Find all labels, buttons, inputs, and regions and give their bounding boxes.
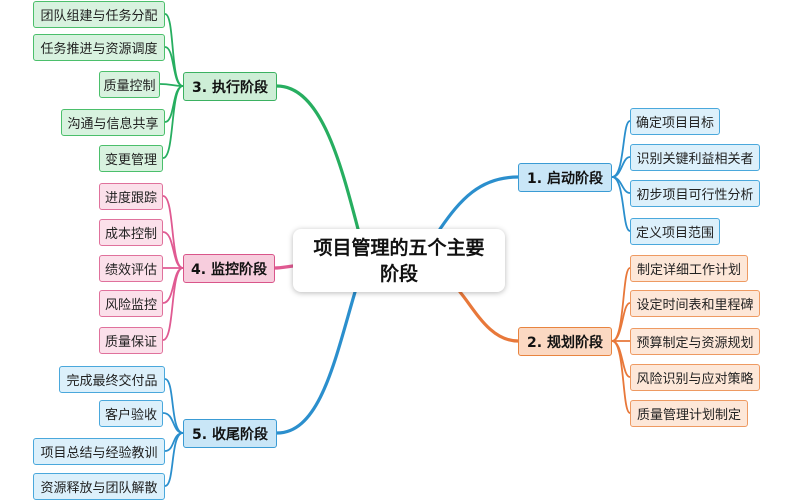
planning-item-quality-plan[interactable]: 质量管理计划制定 [630,400,748,427]
monitoring-item-quality-assurance[interactable]: 质量保证 [99,327,163,354]
initiation-item-define-goals[interactable]: 确定项目目标 [630,108,720,135]
link-center-closing [275,290,357,435]
branch-initiation[interactable]: 1. 启动阶段 [518,163,612,192]
initiation-item-stakeholders[interactable]: 识别关键利益相关者 [630,144,760,171]
branch-execution[interactable]: 3. 执行阶段 [183,72,277,101]
closing-item-customer-acceptance[interactable]: 客户验收 [99,400,163,427]
planning-item-risk-response[interactable]: 风险识别与应对策略 [630,364,760,391]
closing-item-lessons-learned[interactable]: 项目总结与经验教训 [33,438,165,465]
link-center-monitoring [273,264,295,270]
execution-item-change-management[interactable]: 变更管理 [99,145,163,172]
planning-item-budget[interactable]: 预算制定与资源规划 [630,328,760,355]
execution-item-quality-control[interactable]: 质量控制 [99,71,160,98]
monitoring-item-cost-control[interactable]: 成本控制 [99,219,163,246]
branch-closing[interactable]: 5. 收尾阶段 [183,419,277,448]
execution-item-team-building[interactable]: 团队组建与任务分配 [33,1,165,28]
monitoring-item-performance[interactable]: 绩效评估 [99,255,163,282]
closing-item-resource-release[interactable]: 资源释放与团队解散 [33,473,165,500]
link-center-initiation [438,175,520,231]
initiation-item-feasibility[interactable]: 初步项目可行性分析 [630,180,760,207]
branch-monitoring[interactable]: 4. 监控阶段 [183,254,275,283]
link-center-execution [275,84,360,231]
link-center-planning [458,290,520,343]
execution-item-task-progress[interactable]: 任务推进与资源调度 [33,34,165,61]
monitoring-item-progress-tracking[interactable]: 进度跟踪 [99,183,163,210]
branch-planning[interactable]: 2. 规划阶段 [518,327,612,356]
execution-item-communication[interactable]: 沟通与信息共享 [61,109,165,136]
planning-item-schedule[interactable]: 设定时间表和里程碑 [630,290,760,317]
planning-item-work-plan[interactable]: 制定详细工作计划 [630,255,748,282]
central-topic[interactable]: 项目管理的五个主要阶段 [293,229,505,292]
monitoring-item-risk-monitoring[interactable]: 风险监控 [99,290,163,317]
closing-item-final-delivery[interactable]: 完成最终交付品 [59,366,165,393]
initiation-item-scope[interactable]: 定义项目范围 [630,218,720,245]
